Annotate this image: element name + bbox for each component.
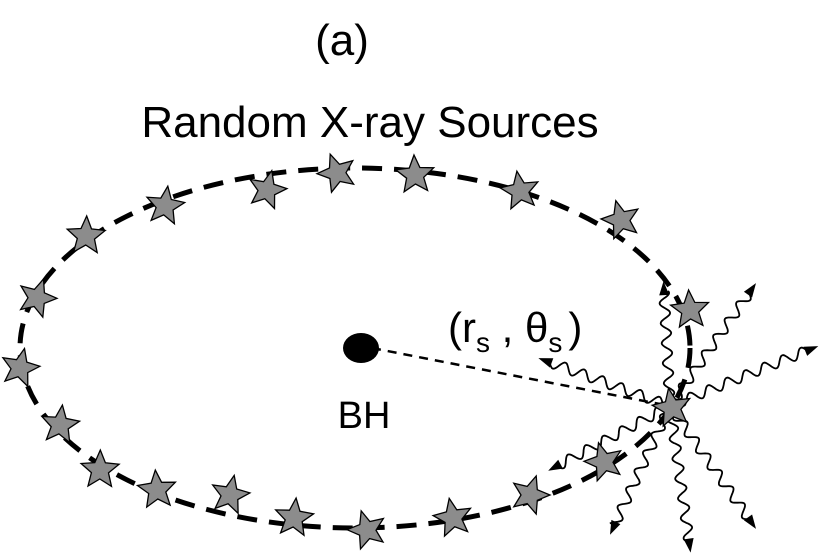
- coord-open-paren: (: [448, 304, 462, 351]
- arrowhead-icon: [548, 459, 563, 471]
- coord-r-subscript: s: [476, 327, 490, 358]
- wavy-ray: [676, 346, 811, 407]
- star-icon: [668, 288, 711, 329]
- arrowhead-icon: [803, 346, 819, 356]
- star-icon: [135, 468, 177, 509]
- star-icon: [582, 441, 623, 483]
- coord-separator: ,: [490, 304, 525, 351]
- arrowhead-icon: [743, 514, 756, 529]
- star-icon: [431, 496, 472, 538]
- radius-line: [371, 346, 671, 408]
- star-icon: [345, 509, 385, 551]
- arrowhead-icon: [538, 358, 554, 368]
- x-ray-sources: [1, 152, 711, 551]
- black-hole-label: BH: [338, 395, 391, 437]
- star-icon: [79, 448, 121, 488]
- arrowhead-icon: [683, 538, 694, 553]
- star-icon: [65, 214, 107, 255]
- star-icon: [394, 153, 436, 194]
- emission-rays: [538, 281, 819, 553]
- arrowhead-icon: [610, 519, 621, 535]
- star-icon: [599, 199, 640, 241]
- star-icon: [274, 496, 316, 537]
- wavy-ray: [609, 412, 667, 525]
- star-icon: [248, 168, 289, 211]
- star-icon: [211, 473, 252, 515]
- wavy-ray: [672, 412, 753, 520]
- star-icon: [1, 346, 42, 388]
- star-icon: [315, 152, 356, 194]
- star-icon: [498, 169, 540, 211]
- panel-label: (a): [315, 16, 369, 65]
- star-icon: [19, 277, 59, 319]
- wavy-ray: [674, 289, 752, 401]
- source-coordinate-label: (rs , θs): [448, 304, 582, 358]
- star-icon: [512, 474, 552, 516]
- coord-close-paren: ): [568, 304, 582, 351]
- black-hole-icon: [343, 333, 379, 363]
- diagram-title: Random X-ray Sources: [141, 98, 598, 147]
- wavy-ray: [658, 290, 676, 399]
- arrowhead-icon: [659, 281, 670, 296]
- star-icon: [40, 403, 82, 444]
- coord-r: r: [462, 304, 476, 351]
- coord-theta-subscript: s: [548, 327, 562, 358]
- arrowhead-icon: [743, 283, 756, 298]
- wavy-ray: [556, 406, 664, 470]
- wavy-ray: [547, 358, 664, 404]
- wavy-ray: [665, 413, 694, 544]
- coord-theta: θ: [525, 304, 548, 351]
- star-icon: [650, 386, 692, 428]
- orbit-ellipse: [17, 165, 693, 531]
- star-icon: [145, 184, 187, 226]
